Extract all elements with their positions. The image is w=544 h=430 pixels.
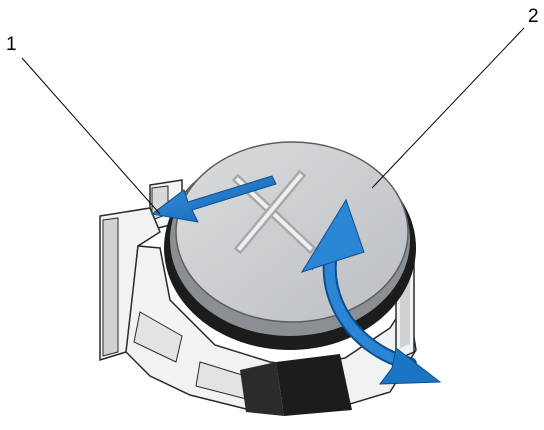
coin-cell-battery <box>170 142 410 336</box>
socket-contact-block <box>276 354 352 416</box>
callout-1-leader <box>22 58 160 214</box>
callout-2-number: 2 <box>528 6 539 27</box>
callout-2-leader <box>372 28 524 188</box>
callout-1-number: 1 <box>6 34 17 55</box>
